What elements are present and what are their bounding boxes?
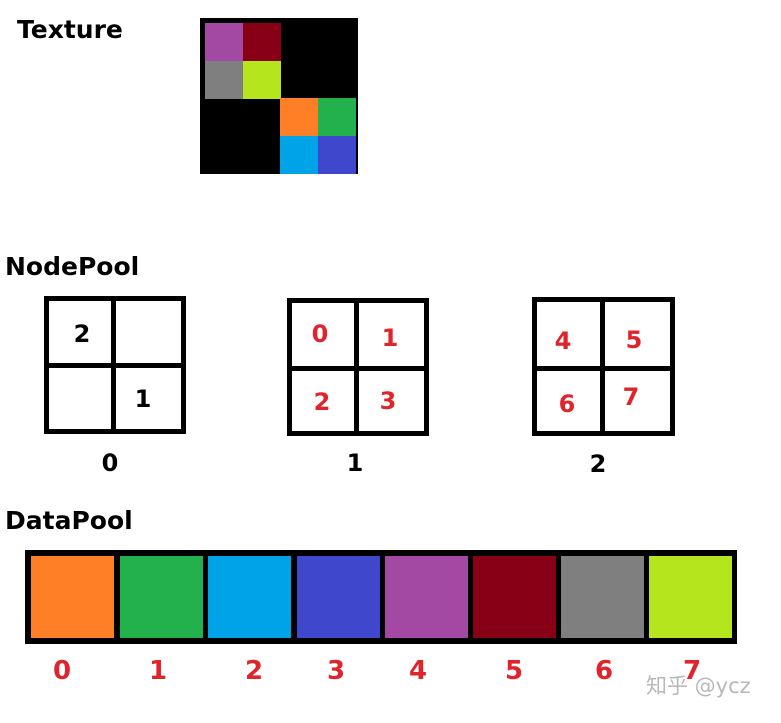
datapool-index-label: 3 (326, 656, 346, 686)
datapool-index-label: 7 (682, 656, 702, 686)
texture-cell (205, 60, 243, 99)
nodepool-title: NodePool (5, 252, 140, 281)
node-cell-label: 1 (134, 385, 152, 413)
texture-title: Texture (17, 15, 123, 44)
texture-cell (317, 98, 356, 136)
datapool-cell-1 (120, 556, 203, 638)
datapool-cell-3 (297, 556, 380, 638)
datapool-index-label: 2 (244, 656, 264, 686)
node-cell-label: 2 (313, 388, 331, 416)
texture-cell (317, 135, 356, 174)
texture-cell (242, 60, 281, 99)
datapool-cell-4 (385, 556, 468, 638)
texture-cell (280, 98, 318, 136)
node-2 (532, 297, 675, 436)
node-index-label: 2 (589, 450, 607, 478)
datapool-bar (25, 550, 737, 644)
node-cell-label: 2 (73, 320, 91, 348)
node-cell-label: 6 (558, 390, 576, 418)
node-index-label: 1 (346, 449, 364, 477)
texture-cell (205, 23, 243, 61)
datapool-index-label: 6 (594, 656, 614, 686)
texture-cell (242, 23, 281, 61)
node-0 (44, 296, 186, 434)
node-cell-label: 4 (554, 327, 572, 355)
node-cell-label: 0 (311, 320, 329, 348)
watermark: 知乎 @ycz (646, 674, 751, 698)
node-cell-label: 1 (381, 324, 399, 352)
datapool-title: DataPool (5, 506, 133, 535)
texture-cell (280, 135, 318, 174)
datapool-index-label: 5 (504, 656, 524, 686)
datapool-cell-6 (561, 556, 644, 638)
node-divider-horizontal (292, 366, 424, 371)
node-1 (287, 298, 429, 436)
node-cell-label: 3 (379, 387, 397, 415)
datapool-cell-2 (208, 556, 291, 638)
node-cell-label: 7 (622, 383, 640, 411)
node-divider-horizontal (49, 363, 181, 368)
node-index-label: 0 (101, 449, 119, 477)
datapool-index-label: 0 (52, 656, 72, 686)
datapool-index-label: 4 (408, 656, 428, 686)
node-divider-horizontal (537, 366, 670, 371)
datapool-cell-7 (649, 556, 732, 638)
node-cell-label: 5 (625, 326, 643, 354)
datapool-index-label: 1 (148, 656, 168, 686)
datapool-cell-0 (31, 556, 114, 638)
datapool-cell-5 (473, 556, 556, 638)
texture-grid (200, 18, 358, 174)
